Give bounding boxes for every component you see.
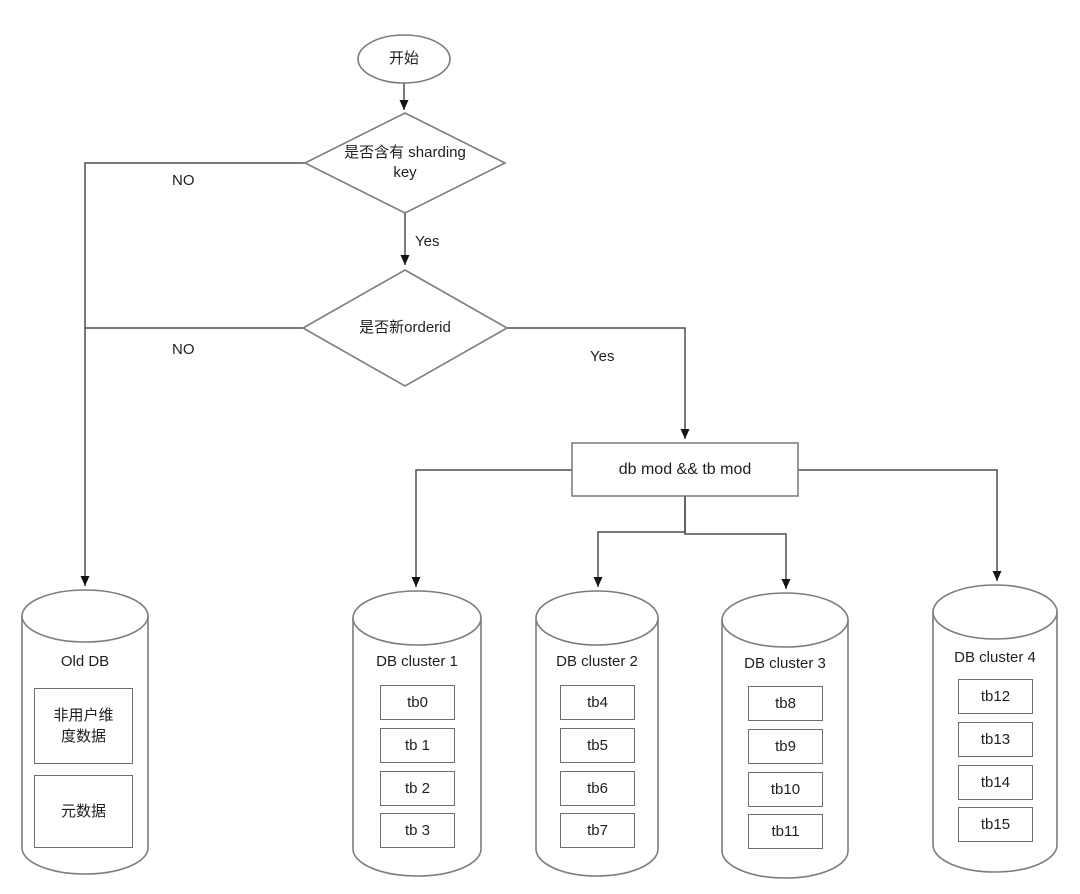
table-box: tb4 (560, 685, 635, 720)
edge-label-sharding-no: NO (172, 171, 195, 189)
old-db-segment-label: 非用户维度数据 (53, 707, 114, 745)
edge-label-sharding-yes: Yes (415, 232, 440, 250)
table-box: tb 3 (380, 813, 455, 848)
table-box: tb6 (560, 771, 635, 806)
connector-process-to-cluster4 (798, 469, 1002, 581)
start-node-shape (357, 34, 451, 84)
db-cluster-2-title: DB cluster 2 (556, 652, 638, 670)
db-cluster-2-cylinder-top (535, 590, 659, 646)
table-box: tb 1 (380, 728, 455, 763)
decision-new-orderid-shape (301, 269, 509, 387)
table-box: tb15 (958, 807, 1033, 842)
db-cluster-4-title: DB cluster 4 (954, 648, 1036, 666)
edge-label-orderid-no: NO (172, 340, 195, 358)
connector-process-to-cluster3 (684, 496, 791, 589)
table-box: tb5 (560, 728, 635, 763)
db-cluster-3-cylinder-top (721, 592, 849, 648)
table-box: tb8 (748, 686, 823, 721)
db-cluster-1-title: DB cluster 1 (376, 652, 458, 670)
table-box: tb7 (560, 813, 635, 848)
table-box: tb 2 (380, 771, 455, 806)
start-node-label: 开始 (388, 49, 419, 67)
db-cluster-3-title: DB cluster 3 (744, 654, 826, 672)
decision-sharding-key-label: 是否含有 sharding key (344, 143, 466, 181)
decision-new-orderid-label: 是否新orderid (359, 318, 451, 336)
table-box: tb11 (748, 814, 823, 849)
connector-process-to-cluster1 (411, 469, 572, 587)
old-db-segment-label: 元数据 (60, 803, 106, 820)
decision-sharding-key-shape (303, 112, 507, 214)
table-box: tb9 (748, 729, 823, 764)
table-box: tb10 (748, 772, 823, 807)
db-cluster-1-cylinder-top (352, 590, 482, 646)
table-box: tb13 (958, 722, 1033, 757)
old-db-cylinder-top (21, 589, 149, 643)
old-db-segment-box: 元数据 (34, 775, 133, 848)
process-db-mod-label: db mod && tb mod (618, 460, 752, 478)
connector-sharding-no-to-olddb (80, 162, 305, 586)
old-db-segment-box: 非用户维度数据 (34, 688, 133, 764)
connector-process-to-cluster2 (593, 496, 686, 587)
edge-label-orderid-yes: Yes (590, 347, 615, 365)
process-db-mod-shape (571, 442, 799, 497)
table-box: tb0 (380, 685, 455, 720)
table-box: tb12 (958, 679, 1033, 714)
connector-orderid-yes-to-process (507, 327, 690, 439)
old-db-title: Old DB (60, 652, 110, 670)
table-box: tb14 (958, 765, 1033, 800)
db-cluster-4-cylinder-top (932, 584, 1058, 640)
